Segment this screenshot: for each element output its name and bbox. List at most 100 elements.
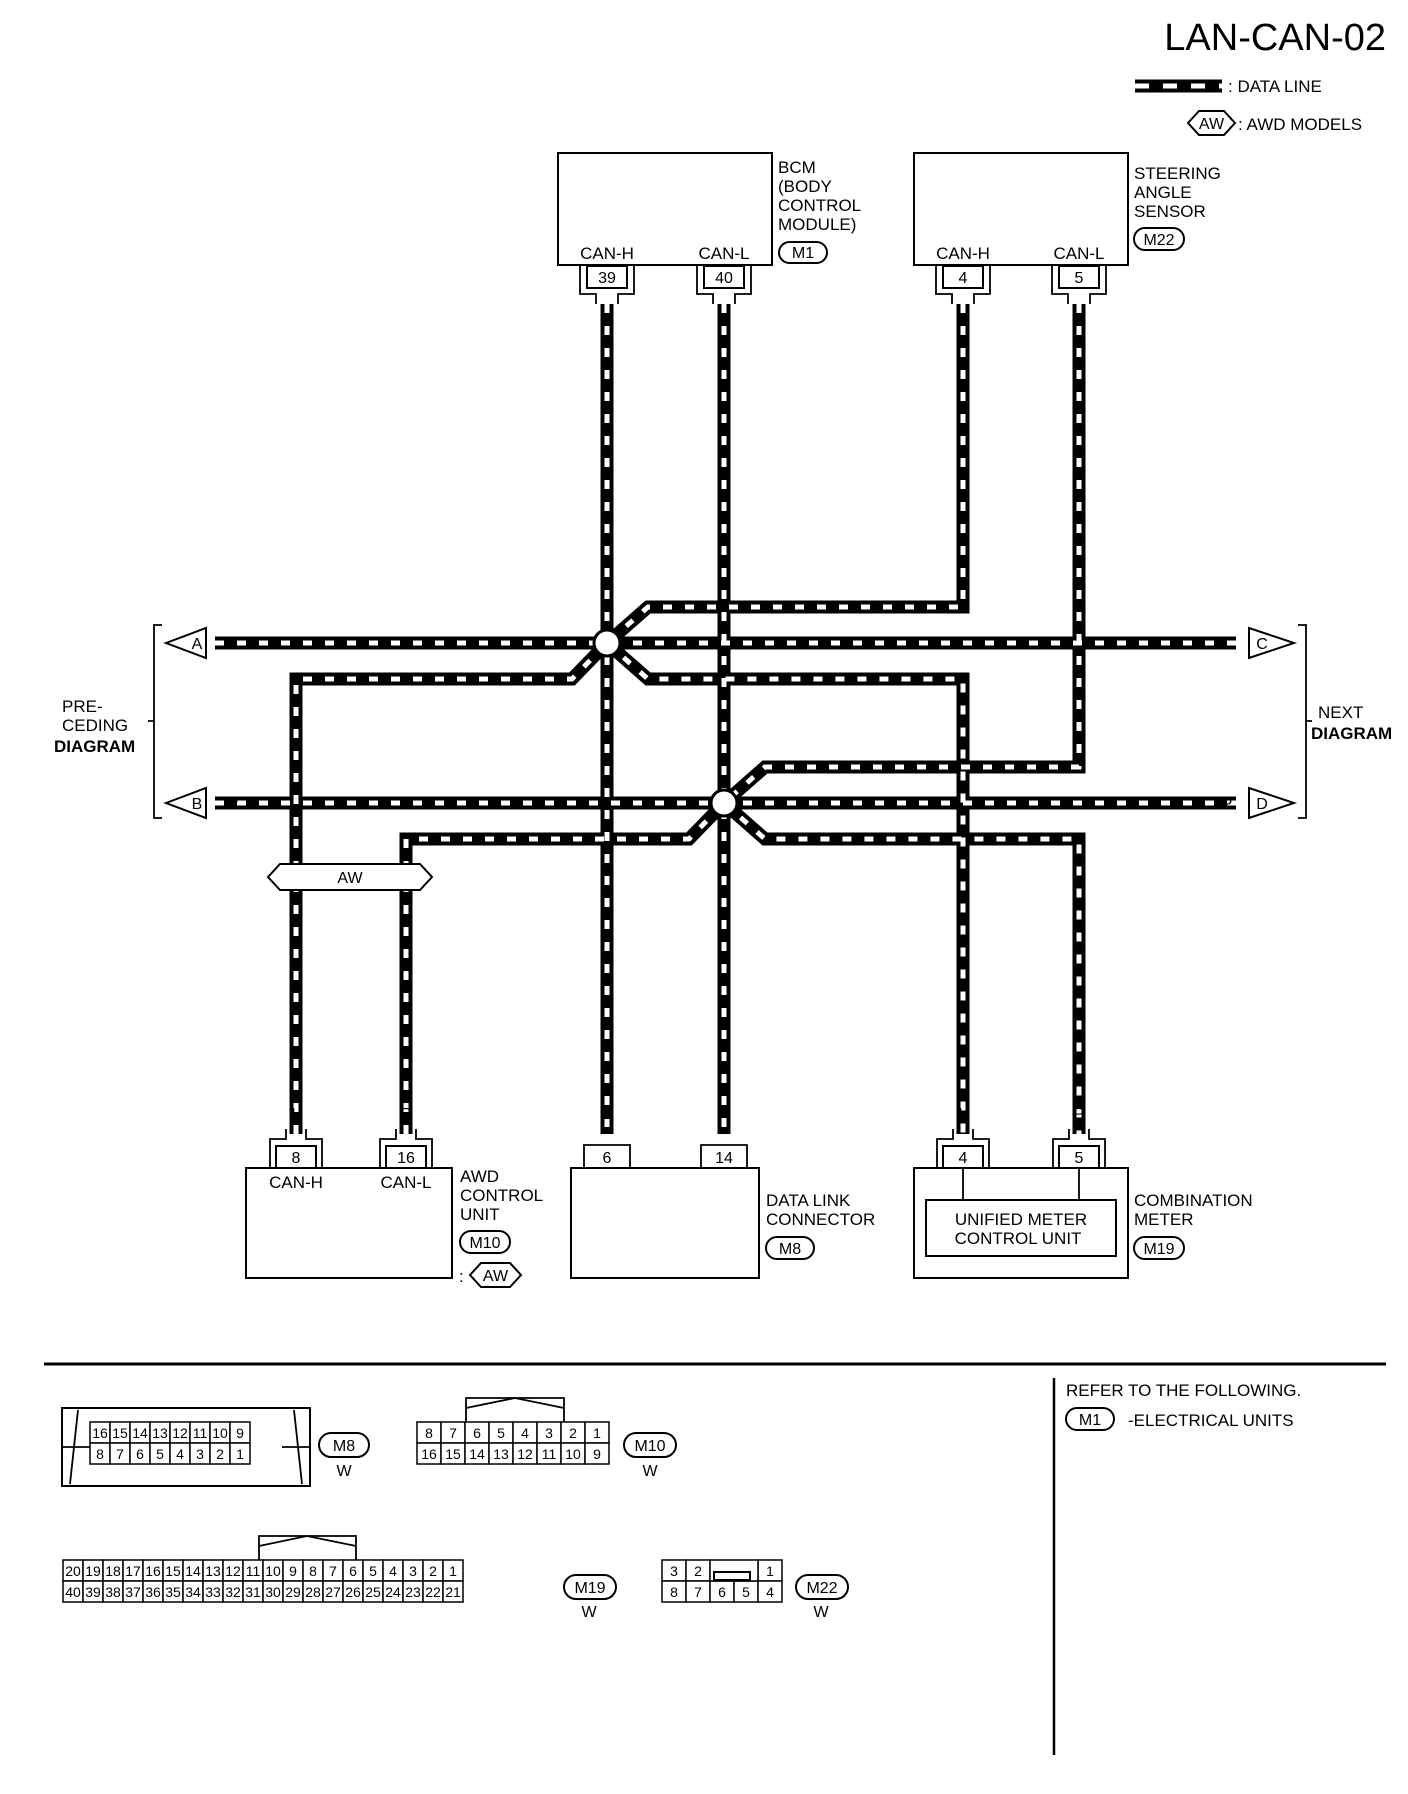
cavity-number: 7: [329, 1563, 337, 1579]
m22-id-badge: M22: [795, 1574, 849, 1600]
cavity-number: 3: [670, 1563, 678, 1579]
sas-name-3: SENSOR: [1134, 202, 1206, 221]
cavity-number: 11: [193, 1425, 208, 1441]
cavity-number: 6: [718, 1584, 726, 1600]
splice-can-l: [709, 788, 739, 818]
sas-pin-4: 4: [935, 265, 991, 304]
m19-color: W: [581, 1604, 597, 1621]
cavity-number: 30: [265, 1584, 281, 1600]
awd-legend-badge: AW: [1186, 110, 1237, 136]
combi-pin-4-number: 4: [959, 1150, 968, 1167]
combi-pin-5: 5: [1052, 1129, 1106, 1169]
cavity-number: 2: [216, 1446, 224, 1462]
offpage-arrow-a: A L: [163, 626, 238, 660]
awd-condition-prefix: :: [459, 1267, 464, 1286]
awd-control-unit: 8 16 CAN-H CAN-L AWD CONTROL UNIT M10 : …: [245, 1129, 543, 1288]
awd-pin-label-canh: CAN-H: [269, 1173, 323, 1192]
cavity-number: 15: [445, 1446, 461, 1462]
bcm-name-3: CONTROL: [778, 196, 861, 215]
awd-can-l-line: [399, 798, 729, 1134]
cavity-number: 10: [212, 1425, 228, 1441]
cavity-number: 8: [96, 1446, 104, 1462]
sas-pin-5: 5: [1051, 265, 1107, 304]
dlc-connector-badge: M8: [765, 1236, 815, 1260]
cavity-number: 25: [365, 1584, 381, 1600]
offpage-ref-d: D: [1256, 796, 1268, 813]
awd-condition-text: AW: [483, 1268, 509, 1285]
m10-id-badge: M10: [623, 1432, 677, 1458]
cavity-number: 2: [694, 1563, 702, 1579]
cavity-number: 3: [545, 1425, 553, 1441]
offpage-d-color: P: [1222, 796, 1233, 813]
awd-wire-color-p: P: [401, 1106, 412, 1123]
cavity-number: 9: [593, 1446, 601, 1462]
cavity-number: 5: [156, 1446, 164, 1462]
cavity-number: 20: [65, 1563, 81, 1579]
cavity-number: 3: [409, 1563, 417, 1579]
awd-connector-badge: M10: [459, 1230, 511, 1254]
combi-name-2: METER: [1134, 1210, 1194, 1229]
sas-pin-label-canh: CAN-H: [936, 244, 990, 263]
dlc-wire-color-l: L: [603, 1106, 612, 1123]
combi-name-1: COMBINATION: [1134, 1191, 1253, 1210]
cavity-number: 13: [152, 1425, 168, 1441]
cavity-number: 6: [136, 1446, 144, 1462]
m19-id: M19: [574, 1580, 605, 1597]
cavity-number: 11: [542, 1446, 557, 1462]
cavity-number: 8: [425, 1425, 433, 1441]
bcm-pin-label-canl: CAN-L: [698, 244, 749, 263]
cavity-number: 4: [766, 1584, 774, 1600]
awd-legend-badge-text: AW: [1199, 116, 1225, 133]
awd-band: AW: [266, 863, 434, 891]
cavity-number: 1: [236, 1446, 244, 1462]
legend: : DATA LINE AW : AWD MODELS: [1135, 77, 1362, 136]
dlc-wire-color-p: P: [719, 1106, 730, 1123]
cavity-number: 5: [369, 1563, 377, 1579]
bcm-pin-label-canh: CAN-H: [580, 244, 634, 263]
cavity-number: 10: [565, 1446, 581, 1462]
cavity-number: 15: [165, 1563, 181, 1579]
combi-connector-id: M19: [1143, 1241, 1174, 1258]
sas-pin-label-canl: CAN-L: [1053, 244, 1104, 263]
cavity-number: 40: [65, 1584, 81, 1600]
combi-pin-4: 4: [936, 1129, 990, 1169]
combi-inner-2: CONTROL UNIT: [955, 1229, 1082, 1248]
unified-meter-control-unit: [925, 1199, 1117, 1257]
cavity-number: 16: [92, 1425, 108, 1441]
cavity-number: 6: [473, 1425, 481, 1441]
m22-color: W: [813, 1604, 829, 1621]
cavity-number: 5: [742, 1584, 750, 1600]
awd-condition-badge: AW: [468, 1262, 523, 1288]
awd-wire-color-l: L: [292, 1106, 301, 1123]
cavity-number: 6: [349, 1563, 357, 1579]
cavity-number: 2: [569, 1425, 577, 1441]
cavity-m22: [757, 1580, 783, 1603]
splice-can-h: [592, 628, 622, 658]
cavity-number: 1: [449, 1563, 457, 1579]
offpage-ref-a: A: [192, 636, 203, 653]
cavity-number: 4: [389, 1563, 397, 1579]
cavity-number: 3: [196, 1446, 204, 1462]
cavity-number: 4: [176, 1446, 184, 1462]
cavity-number: 35: [165, 1584, 181, 1600]
reference-connector-badge: M1: [1065, 1407, 1115, 1431]
m8-color: W: [336, 1463, 352, 1480]
cavity-number: 33: [205, 1584, 221, 1600]
combi-can-l-line: [719, 798, 1086, 1134]
reference-text: -ELECTRICAL UNITS: [1128, 1411, 1294, 1430]
awd-band-text: AW: [337, 870, 363, 887]
awd-pin-16-number: 16: [397, 1150, 415, 1167]
awd-name-2: CONTROL: [460, 1186, 543, 1205]
dlc-pin-14-number: 14: [715, 1150, 733, 1167]
awd-can-l-line-pattern: [403, 801, 726, 1134]
dlc-name-2: CONNECTOR: [766, 1210, 875, 1229]
offpage-ref-c: C: [1256, 636, 1268, 653]
offpage-arrow-c: C L: [1223, 626, 1298, 660]
cavity-number: 31: [245, 1584, 261, 1600]
m22-id: M22: [806, 1580, 837, 1597]
offpage-b-color: P: [228, 796, 239, 813]
combi-pin-5-number: 5: [1075, 1150, 1084, 1167]
